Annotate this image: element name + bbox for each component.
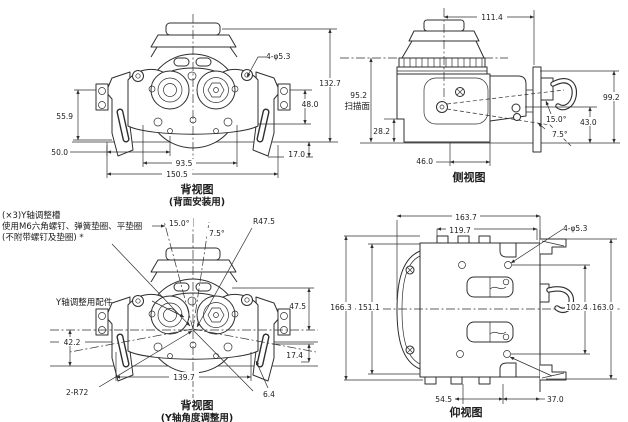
dim-bottom-left: 54.5 xyxy=(435,384,504,404)
view-subtitle: (背面安装用) xyxy=(169,196,225,208)
dim-right-height: 47.5 xyxy=(232,287,314,331)
note-line-1: (×3)Y轴调整槽 xyxy=(2,210,61,221)
dim-label: 17.4 xyxy=(286,351,303,360)
dim-label: 48.0 xyxy=(302,100,319,109)
radius-label: R47.5 xyxy=(253,217,275,226)
view-title: 背视图 xyxy=(181,182,214,196)
dim-hole-span: 102.4 xyxy=(511,264,590,355)
dim-label: 163.0 xyxy=(592,303,614,312)
dim-label: 43.0 xyxy=(580,118,597,127)
dim-label: 54.5 xyxy=(435,395,452,404)
dim-label: 119.7 xyxy=(449,226,471,235)
dim-bottom-right: 37.0 xyxy=(502,395,564,404)
dim-label: 111.4 xyxy=(481,13,503,22)
fitting-label: Y轴调整用配件 xyxy=(55,297,113,308)
dim-label: 132.7 xyxy=(319,79,341,88)
dim-label: 93.5 xyxy=(176,159,193,168)
dim-label: 4-φ5.3 xyxy=(563,224,588,233)
dim-bracket-height: 43.0 xyxy=(578,106,604,144)
dim-overall-width: 150.5 xyxy=(106,145,279,179)
note-line-3: (不附带螺钉及垫圈) * xyxy=(2,232,84,243)
dim-label: 55.9 xyxy=(56,112,73,121)
slot-radius-label: 2-R72 xyxy=(66,388,88,397)
slot-width-label: 6.4 xyxy=(263,390,275,399)
dim-label: 151.1 xyxy=(358,303,380,312)
view-title: 仰视图 xyxy=(450,405,483,419)
dim-label: 166.3 xyxy=(330,303,352,312)
dim-hole-callout: 4-φ5.3 xyxy=(246,52,291,78)
dim-overall-height: 166.3 xyxy=(328,235,423,381)
dim-inner-height: 151.1 xyxy=(356,243,420,375)
dim-label: 50.0 xyxy=(51,148,68,157)
view-subtitle: (Y轴角度调整用) xyxy=(161,412,234,422)
dim-label: 150.5 xyxy=(166,170,188,179)
dim-width: 139.7 xyxy=(115,352,252,382)
back-view-y-adjust: (×3)Y轴调整槽 使用M6六角螺钉、弹簧垫圈、平垫圈 (不附带螺钉及垫圈) *… xyxy=(2,210,318,422)
side-view: 111.4 95.2 扫描面 28.2 46.0 99.2 xyxy=(340,8,627,184)
dim-label: 37.0 xyxy=(547,395,564,404)
dim-base-step: 28.2 xyxy=(373,118,397,143)
dim-label: 46.0 xyxy=(416,157,433,166)
scan-plane-label: 扫描面 xyxy=(344,101,370,112)
angle-left-label: 15.0° xyxy=(169,219,190,228)
cable xyxy=(550,78,578,111)
dim-scan-height: 95.2 扫描面 xyxy=(344,57,373,143)
dim-label: 99.2 xyxy=(603,93,620,102)
dim-left-height: 55.9 xyxy=(56,89,112,141)
dim-label: 42.2 xyxy=(64,338,81,347)
dim-right-height: 163.0 xyxy=(546,238,617,380)
dim-wall-height: 99.2 xyxy=(540,70,627,144)
dim-inner-width: 119.7 xyxy=(436,225,538,240)
dim-label: 102.4 xyxy=(566,303,588,312)
dim-label: 95.2 xyxy=(350,91,367,100)
dim-label: 47.5 xyxy=(289,302,306,311)
dim-label: 139.7 xyxy=(173,373,195,382)
dim-bottom-tab: 17.0 xyxy=(268,141,313,159)
back-view-mounting: 4-φ5.3 132.7 48.0 55.9 50.0 xyxy=(51,14,346,208)
dim-right-height: 48.0 xyxy=(258,89,323,125)
note-line-2: 使用M6六角螺钉、弹簧垫圈、平垫圈 xyxy=(2,221,142,232)
dim-left-offset: 50.0 xyxy=(51,136,171,157)
dim-label: 163.7 xyxy=(455,213,477,222)
angle-down-label: 7.5° xyxy=(552,130,568,139)
knurl-ring xyxy=(398,57,486,68)
bottom-view: 163.7 119.7 4-φ5.3 166.3 151.1 xyxy=(328,212,620,419)
dim-top-width: 111.4 xyxy=(443,10,535,65)
dim-label: 4-φ5.3 xyxy=(266,52,291,61)
dim-left-height: 42.2 xyxy=(59,329,85,367)
dim-hole-callout: 4-φ5.3 xyxy=(509,224,588,377)
view-title: 侧视图 xyxy=(453,170,486,184)
dim-hole-span: 93.5 xyxy=(142,125,238,168)
dim-bottom-tab: 17.4 xyxy=(272,343,314,363)
view-title: 背视图 xyxy=(181,398,214,412)
dim-overall-width: 163.7 xyxy=(396,212,541,300)
angle-right-label: 7.5° xyxy=(209,229,225,238)
dim-label: 17.0 xyxy=(288,150,305,159)
angle-up-label: 15.0° xyxy=(546,115,567,124)
dim-front-depth: 46.0 xyxy=(416,143,491,166)
dim-overall-height: 132.7 xyxy=(222,28,346,143)
dim-label: 28.2 xyxy=(373,127,390,136)
